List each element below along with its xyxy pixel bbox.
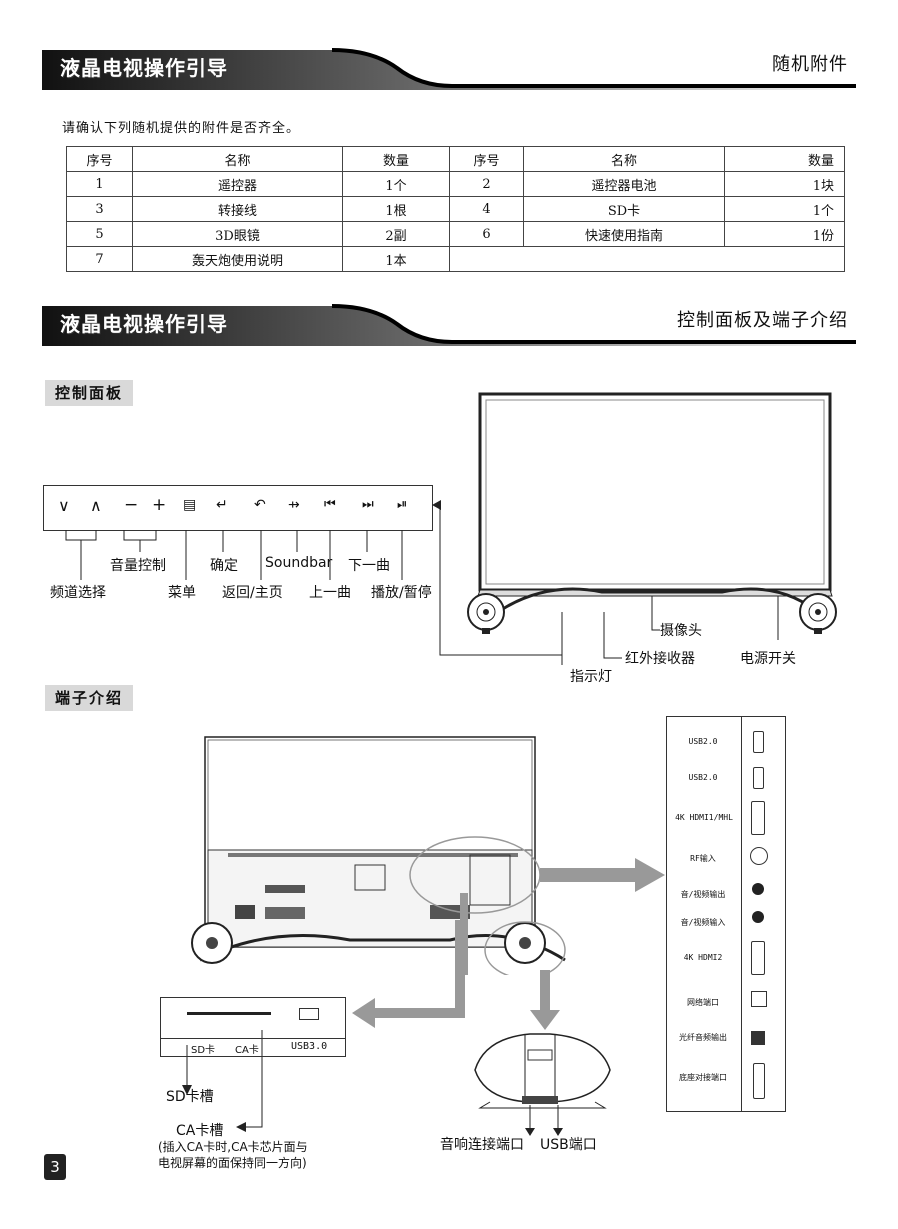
hdmi-port-icon xyxy=(751,801,765,835)
cell: 6 xyxy=(449,221,524,247)
usb3-label: USB3.0 xyxy=(291,1041,328,1052)
label-menu: 菜单 xyxy=(168,585,196,601)
tv-front-illustration xyxy=(467,392,837,634)
section-header-accessories: 液晶电视操作引导 随机附件 xyxy=(42,46,856,90)
label-indicator: 指示灯 xyxy=(570,669,612,685)
label-back-home: 返回/主页 xyxy=(222,585,283,601)
header-cell: 序号 xyxy=(66,146,133,172)
section-title: 液晶电视操作引导 xyxy=(60,312,228,336)
cell: 遥控器电池 xyxy=(523,171,725,197)
label-channel: 频道选择 xyxy=(50,585,106,601)
label-prev-track: 上一曲 xyxy=(309,585,351,601)
header-cell: 名称 xyxy=(523,146,725,172)
section-subtitle: 控制面板及端子介绍 xyxy=(677,310,848,331)
dock-port-icon xyxy=(753,1063,765,1099)
label-ir-receiver: 红外接收器 xyxy=(625,651,695,667)
section-title: 液晶电视操作引导 xyxy=(60,56,228,80)
label-ca-slot: CA卡槽 xyxy=(176,1123,224,1139)
ca-note-line2: 电视屏幕的面保持同一方向) xyxy=(158,1156,307,1170)
label-next-track: 下一曲 xyxy=(348,558,390,574)
next-track-icon[interactable]: ⏭ xyxy=(362,497,374,512)
port-label: USB2.0 xyxy=(688,773,718,782)
intro-text: 请确认下列随机提供的附件是否齐全。 xyxy=(62,121,301,136)
cell: 轰天炮使用说明 xyxy=(132,246,343,272)
cell: 3D眼镜 xyxy=(132,221,343,247)
label-base-usb-port: USB端口 xyxy=(540,1137,597,1153)
menu-icon[interactable]: ▤ xyxy=(183,497,197,513)
header-cell: 数量 xyxy=(342,146,450,172)
cell: 1份 xyxy=(724,221,845,247)
label-volume: 音量控制 xyxy=(110,558,166,574)
usb-icon[interactable]: ⇸ xyxy=(288,497,300,513)
usb-port-icon xyxy=(299,1008,319,1020)
cell: 5 xyxy=(66,221,133,247)
port-label: 音/视频输出 xyxy=(680,890,726,899)
av-out-port-icon xyxy=(752,883,764,895)
play-pause-icon[interactable]: ⏯ xyxy=(397,497,408,512)
sd-slot-opening xyxy=(187,1012,271,1015)
cell: 1个 xyxy=(724,196,845,222)
sd-label: SD卡 xyxy=(191,1045,216,1056)
cell: SD卡 xyxy=(523,196,725,222)
label-camera: 摄像头 xyxy=(660,623,702,639)
chevron-down-icon[interactable]: ∨ xyxy=(58,496,70,515)
section-header-panel: 液晶电视操作引导 控制面板及端子介绍 xyxy=(42,302,856,346)
port-label: 4K HDMI2 xyxy=(683,953,723,962)
hdmi-port-icon xyxy=(751,941,765,975)
label-power-switch: 电源开关 xyxy=(740,651,796,667)
ca-note-line1: (插入CA卡时,CA卡芯片面与 xyxy=(158,1140,308,1154)
rear-port-panel: USB2.0 USB2.0 4K HDMI1/MHL RF输入 音/视频输出 音… xyxy=(666,716,786,1112)
tv-back-illustration xyxy=(191,736,566,975)
side-slot-panel: SD卡 CA卡 USB3.0 xyxy=(160,997,346,1057)
table-row: 5 3D眼镜 2副 6 快速使用指南 1份 xyxy=(66,221,845,247)
port-label: 光纤音频输出 xyxy=(679,1033,727,1042)
optical-port-icon xyxy=(751,1031,765,1045)
header-cell: 序号 xyxy=(449,146,524,172)
port-label: 底座对接端口 xyxy=(679,1073,727,1082)
cell: 7 xyxy=(66,246,133,272)
plus-icon[interactable]: + xyxy=(152,495,167,515)
label-confirm: 确定 xyxy=(210,558,238,574)
label-base-audio-port: 音响连接端口 xyxy=(440,1137,524,1153)
back-icon[interactable]: ↶ xyxy=(254,497,266,513)
terminals-heading: 端子介绍 xyxy=(45,685,134,711)
table-row: 7 轰天炮使用说明 1本 xyxy=(66,246,845,272)
section-subtitle: 随机附件 xyxy=(772,54,848,75)
chevron-up-icon[interactable]: ∧ xyxy=(90,496,102,515)
minus-icon[interactable]: − xyxy=(124,495,139,515)
base-illustration xyxy=(474,1033,611,1109)
cell: 3 xyxy=(66,196,133,222)
port-label: USB2.0 xyxy=(688,737,718,746)
previous-track-icon[interactable]: ⏮ xyxy=(324,497,336,512)
accessory-table: 序号 名称 数量 序号 名称 数量 1 遥控器 1个 2 遥控器电池 1块 3 … xyxy=(66,146,845,272)
rf-port-icon xyxy=(750,847,768,865)
label-soundbar: Soundbar xyxy=(265,555,333,571)
control-panel-heading: 控制面板 xyxy=(45,380,134,406)
ethernet-port-icon xyxy=(751,991,767,1007)
usb-port-icon xyxy=(753,731,764,753)
label-play-pause: 播放/暂停 xyxy=(371,585,432,601)
control-panel-strip: ∨ ∧ − + ▤ ↵ ↶ ⇸ ⏮ ⏭ ⏯ xyxy=(43,485,433,531)
usb-port-icon xyxy=(753,767,764,789)
page-number: 3 xyxy=(44,1154,66,1180)
port-label: RF输入 xyxy=(690,854,716,863)
empty-cell xyxy=(449,246,845,272)
port-label: 4K HDMI1/MHL xyxy=(675,813,733,822)
port-label: 网络端口 xyxy=(687,998,719,1007)
cell: 2副 xyxy=(342,221,450,247)
label-sd-slot: SD卡槽 xyxy=(166,1089,214,1105)
enter-icon[interactable]: ↵ xyxy=(216,497,228,513)
av-in-port-icon xyxy=(752,911,764,923)
port-label: 音/视频输入 xyxy=(680,918,726,927)
cell: 1本 xyxy=(342,246,450,272)
ca-label: CA卡 xyxy=(235,1045,259,1056)
